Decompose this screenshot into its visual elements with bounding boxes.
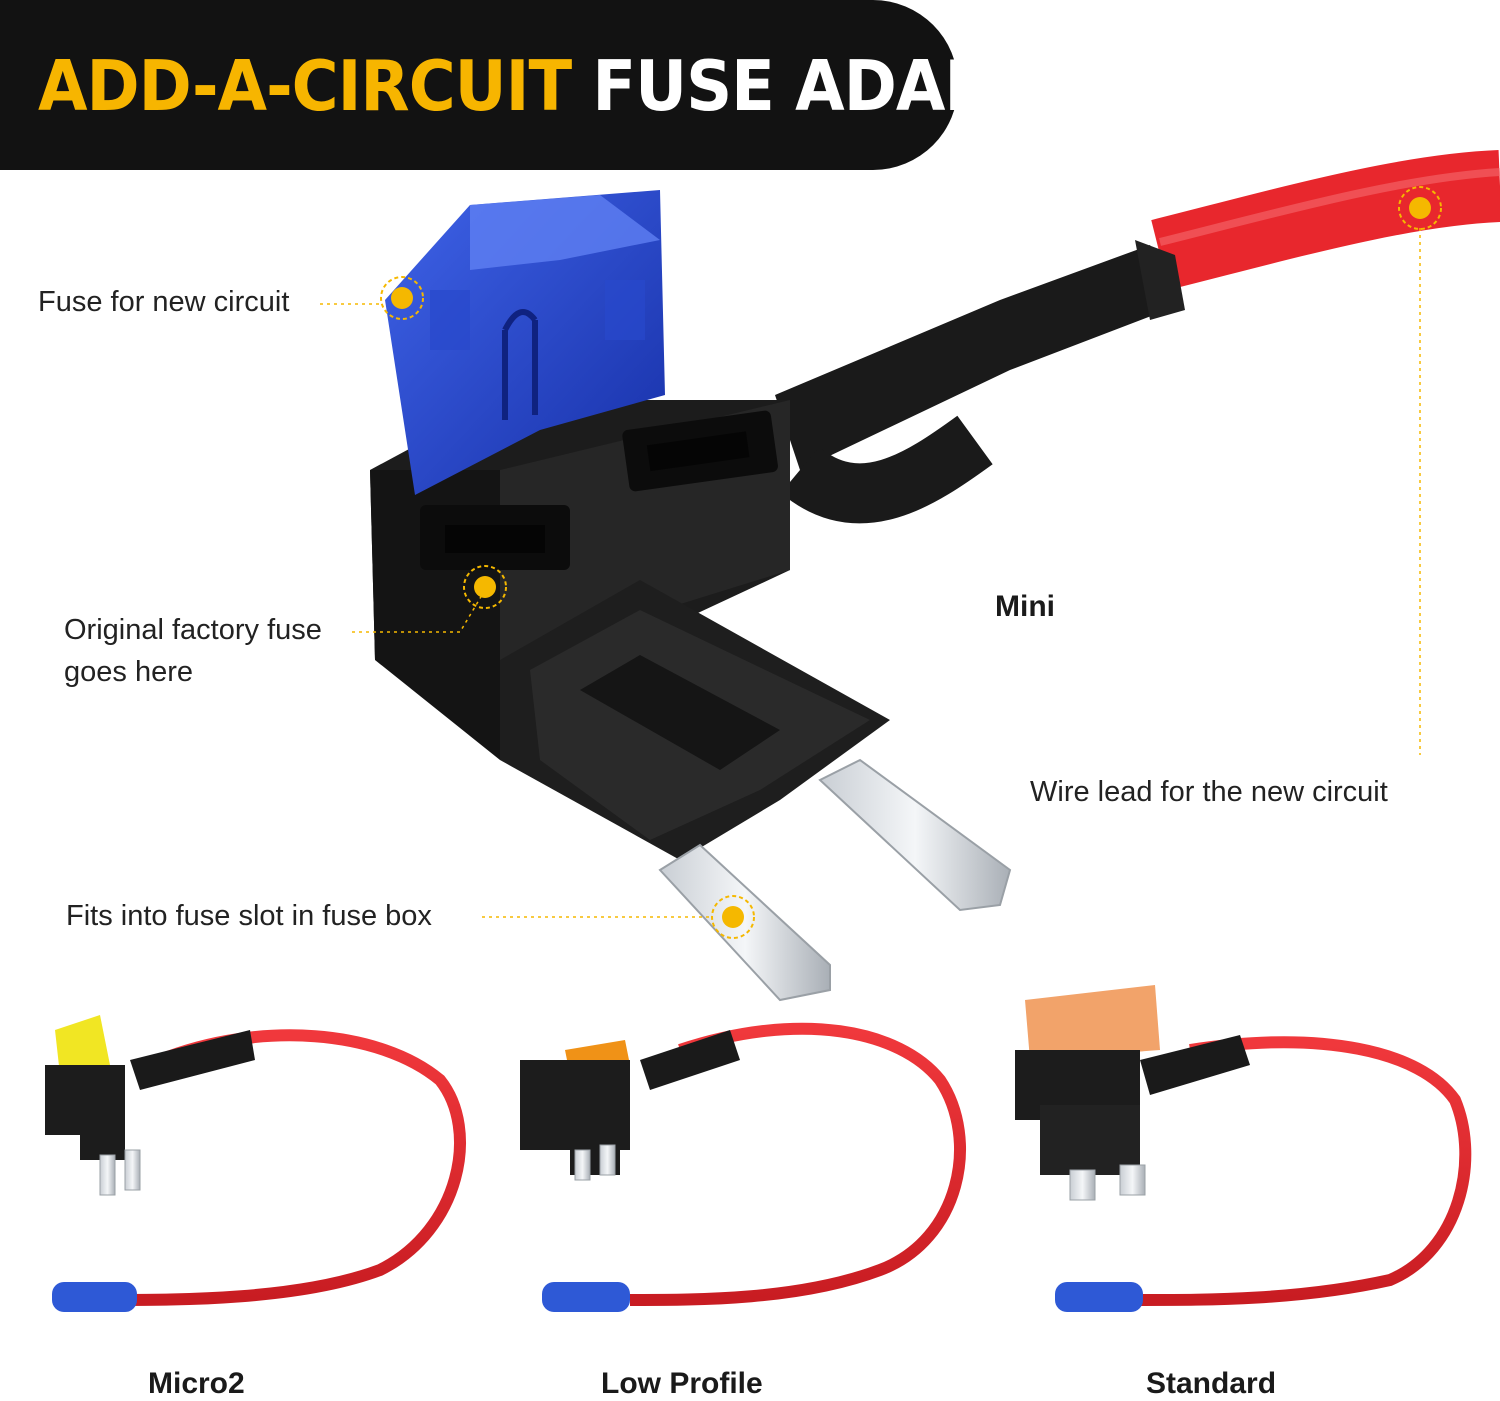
- label-standard: Standard: [1146, 1367, 1277, 1400]
- low-profile-adapter-image: [520, 1022, 966, 1312]
- title-accent: ADD-A-CIRCUIT: [38, 47, 572, 128]
- standard-adapter-image: [1015, 985, 1472, 1312]
- main-adapter-body: [370, 400, 890, 860]
- callout-marker-icon: [380, 276, 424, 320]
- red-wire-lead: [1151, 150, 1500, 290]
- blue-fuse: [385, 190, 665, 495]
- callout-leader-lines: [320, 228, 1421, 918]
- callout-fits-fuse-slot: Fits into fuse slot in fuse box: [66, 900, 432, 932]
- label-micro2: Micro2: [148, 1367, 245, 1400]
- callout-marker-icon: [1398, 186, 1442, 230]
- page-title: ADD-A-CIRCUIT FUSE ADAPTER: [38, 44, 1125, 130]
- callout-original-fuse-line1: Original factory fuse: [64, 614, 322, 646]
- micro2-adapter-image: [45, 1015, 466, 1312]
- heat-shrink-sleeve: [775, 240, 1185, 524]
- callout-wire-lead: Wire lead for the new circuit: [1030, 776, 1388, 808]
- title-banner: [0, 0, 958, 170]
- callout-original-fuse-line2: goes here: [64, 656, 193, 688]
- label-mini: Mini: [995, 590, 1055, 623]
- callout-fuse-new-circuit: Fuse for new circuit: [38, 286, 290, 318]
- title-main: FUSE ADAPTER: [592, 47, 1125, 128]
- label-low-profile: Low Profile: [601, 1367, 763, 1400]
- callout-marker-icon: [463, 565, 507, 609]
- metal-blades: [658, 758, 1012, 1002]
- callout-marker-icon: [711, 895, 755, 939]
